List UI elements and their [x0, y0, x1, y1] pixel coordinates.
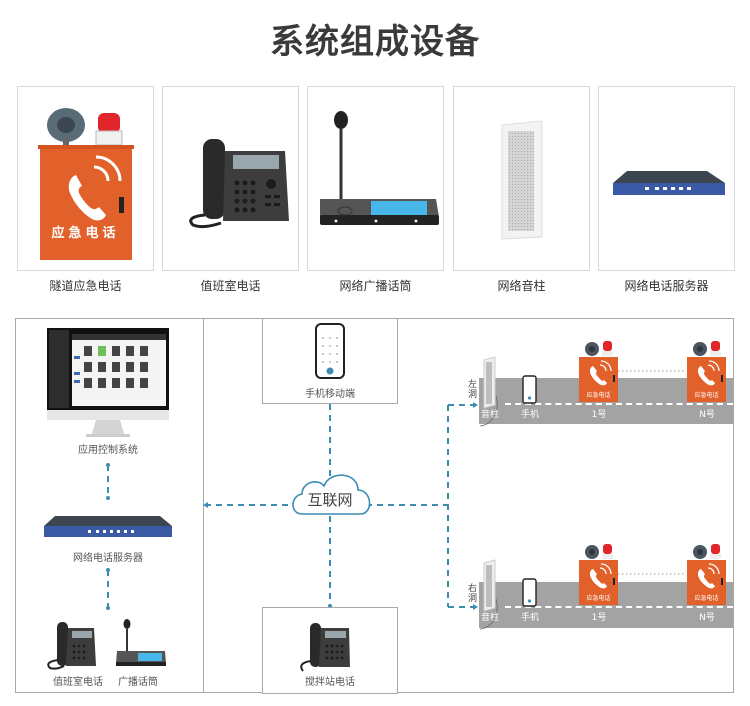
box-text: 应急电话	[694, 595, 719, 602]
product-card-duty-phone	[162, 86, 299, 271]
device-label-box-n: N号	[699, 613, 715, 623]
product-card-broadcast-mic	[307, 86, 444, 271]
box-text: 应急电话	[51, 226, 120, 241]
rack-server-icon	[613, 171, 725, 195]
device-label-box-1: 1号	[591, 613, 607, 623]
road-lane-marking	[505, 606, 733, 608]
mobile-label: 手机移动端	[305, 389, 355, 400]
product-label: 网络广播话筒	[339, 279, 412, 293]
page-title: 系统组成设备	[270, 22, 480, 62]
broadcast-microphone-icon	[320, 111, 439, 225]
box-text: 应急电话	[586, 595, 611, 602]
server-label: 网络电话服务器	[73, 553, 143, 564]
device-label-phone: 手机	[520, 410, 539, 420]
box-text: 应急电话	[694, 392, 719, 399]
arrow-icon	[473, 402, 478, 408]
broadcast-mic-label: 广播话筒	[118, 677, 158, 688]
tunnel-side-label: 右洞	[468, 584, 478, 604]
product-card-emergency-phone: 应急电话	[17, 86, 154, 271]
road-lane-marking	[505, 403, 733, 405]
device-label-box-1: 1号	[591, 410, 607, 420]
control-system-label: 应用控制系统	[78, 445, 138, 456]
product-card-server	[598, 86, 735, 271]
column-speaker-icon	[501, 120, 543, 240]
tunnel-side-label: 左洞	[468, 380, 478, 400]
product-card-column-speaker	[453, 86, 590, 271]
cloud-label: 互联网	[307, 491, 353, 509]
product-label: 隧道应急电话	[49, 279, 122, 293]
arrow-icon	[473, 604, 478, 610]
device-label-speaker: 音柱	[480, 410, 499, 420]
station-phone-label: 搅拌站电话	[305, 677, 355, 688]
duty-phone-label: 值班室电话	[53, 677, 103, 688]
product-label: 值班室电话	[200, 279, 261, 293]
device-label-speaker: 音柱	[480, 613, 499, 623]
box-text: 应急电话	[586, 392, 611, 399]
device-label-box-n: N号	[699, 410, 715, 420]
product-label: 网络音柱	[497, 279, 546, 293]
product-label: 网络电话服务器	[624, 279, 709, 293]
device-label-phone: 手机	[520, 613, 539, 623]
desk-ip-phone-icon	[189, 139, 289, 229]
emergency-phone-box-icon	[38, 108, 134, 260]
